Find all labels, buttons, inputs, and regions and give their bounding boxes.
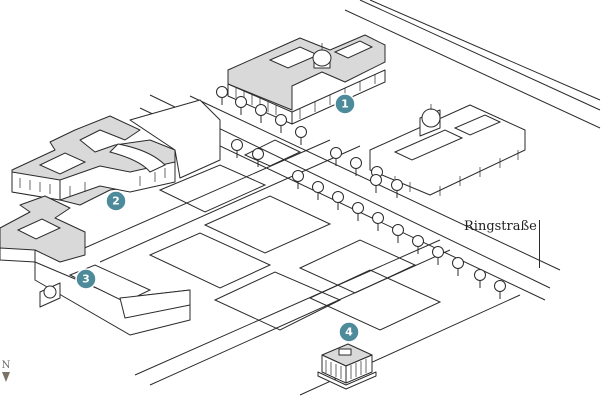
building-rathaus xyxy=(369,104,526,196)
building-temple xyxy=(317,343,377,390)
marker-1-circle xyxy=(334,93,356,115)
tree xyxy=(216,86,228,105)
marker-3[interactable]: 3 xyxy=(75,268,97,290)
marker-4-label: 4 xyxy=(345,326,353,339)
marker-2-label: 2 xyxy=(112,195,120,208)
tree-row xyxy=(216,86,506,299)
building-parliament xyxy=(227,34,386,125)
street-label-leader xyxy=(539,220,540,268)
tree xyxy=(391,179,403,198)
tree xyxy=(231,139,243,158)
marker-1-label: 1 xyxy=(341,98,349,111)
tree xyxy=(330,147,342,166)
tree xyxy=(392,224,404,243)
tree xyxy=(252,148,264,167)
marker-4[interactable]: 4 xyxy=(338,321,360,343)
tree xyxy=(275,114,287,133)
north-arrow-icon xyxy=(2,372,10,382)
tree xyxy=(350,157,362,176)
building-hofburg xyxy=(11,99,221,206)
marker-1[interactable]: 1 xyxy=(334,93,356,115)
tree xyxy=(255,104,267,123)
marker-2[interactable]: 2 xyxy=(105,190,127,212)
tree xyxy=(295,126,307,145)
tree xyxy=(312,181,324,200)
tree xyxy=(372,212,384,231)
tree xyxy=(235,96,247,115)
marker-2-circle xyxy=(105,190,127,212)
tree xyxy=(494,280,506,299)
tree xyxy=(332,191,344,210)
building-lower-left xyxy=(0,195,191,336)
tree xyxy=(412,235,424,254)
north-label: N xyxy=(1,360,11,371)
tree xyxy=(292,170,304,189)
tree xyxy=(452,257,464,276)
tree xyxy=(370,174,382,193)
street-label-ringstrasse: Ringstraße xyxy=(464,219,537,234)
marker-3-circle xyxy=(75,268,97,290)
marker-3-label: 3 xyxy=(82,273,90,286)
marker-4-circle xyxy=(338,321,360,343)
tree xyxy=(432,246,444,265)
tree xyxy=(474,269,486,288)
north-indicator: N xyxy=(0,360,12,382)
tree xyxy=(352,202,364,221)
